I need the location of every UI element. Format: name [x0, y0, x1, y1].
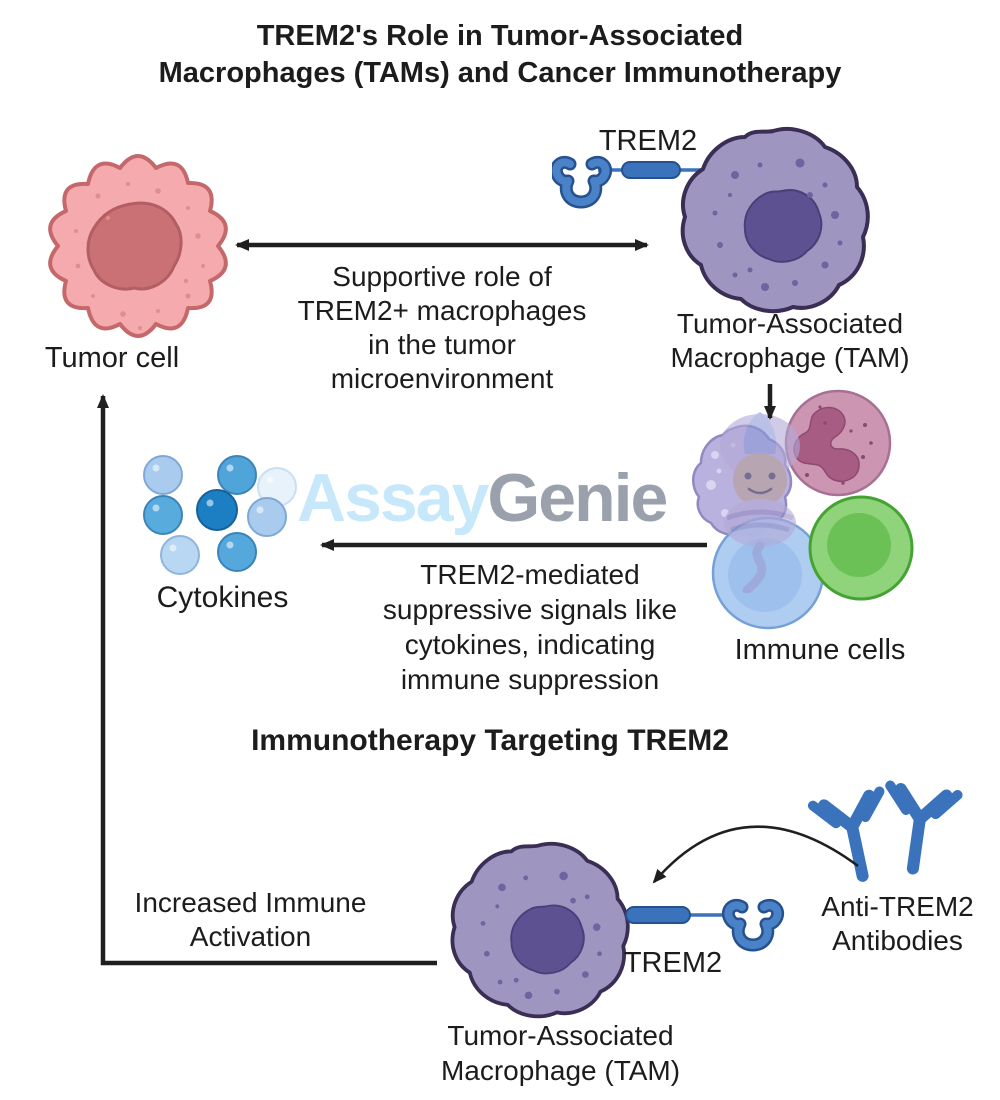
- tam-top-label-line1: Tumor-Associated: [676, 308, 904, 339]
- tumor-cell-illustration: [48, 154, 228, 338]
- macrophage-nucleus: [743, 189, 823, 263]
- macrophage-granules: [480, 871, 602, 1000]
- tumor-cell-nucleus: [86, 201, 183, 291]
- supportive-role-annotation: Supportive role of TREM2+ macrophages in…: [297, 261, 587, 394]
- receptor-hook: [728, 905, 777, 945]
- trem2-receptor-bottom: [625, 893, 797, 955]
- trem2-bottom-label: TREM2: [623, 947, 723, 979]
- macrophage-nucleus: [510, 904, 585, 975]
- cytokines-label: Cytokines: [156, 581, 289, 614]
- receptor-transmembrane-segment: [621, 161, 681, 179]
- immune-cells-label: Immune cells: [734, 634, 906, 666]
- tam-top-label: Tumor-Associated Macrophage (TAM): [640, 307, 940, 375]
- green-cell-nucleus: [827, 513, 891, 577]
- receptor-transmembrane-segment: [625, 906, 691, 924]
- page-title: TREM2's Role in Tumor-Associated Macroph…: [0, 18, 1000, 92]
- section-heading: Immunotherapy Targeting TREM2: [251, 724, 729, 757]
- title-line-2: Macrophages (TAMs) and Cancer Immunother…: [158, 57, 842, 89]
- antibody-icon: [813, 792, 896, 883]
- anti-trem2-antibodies-illustration: [788, 763, 993, 893]
- cytokines-illustration: [143, 455, 297, 575]
- tam-bottom-label: Tumor-Associated Macrophage (TAM): [440, 1020, 681, 1086]
- assaygenie-watermark-genie: [720, 412, 800, 593]
- pink-cell-speckles: [805, 405, 873, 485]
- tumor-cell-label: Tumor cell: [44, 342, 180, 374]
- receptor-hook: [556, 162, 605, 202]
- trem2-top-label: TREM2: [598, 125, 698, 157]
- watermark-genie: Genie: [487, 460, 668, 536]
- assaygenie-watermark: AssayGenie: [297, 464, 668, 532]
- anti-trem2-label: Anti-TREM2 Antibodies: [821, 891, 974, 956]
- tam-top-illustration: [680, 127, 870, 314]
- cytokine-spheres: [143, 455, 297, 575]
- tumor-cell-granules: [74, 182, 205, 330]
- macrophage-granules: [712, 158, 843, 291]
- tam-bottom-illustration: [450, 841, 630, 1019]
- increased-immune-activation-annotation: Increased Immune Activation: [134, 887, 367, 952]
- blue-cell-nucleus: [728, 538, 802, 612]
- trem2-receptor-top: [552, 150, 704, 210]
- title-line-1: TREM2's Role in Tumor-Associated: [256, 20, 744, 52]
- tam-top-label-line2: Macrophage (TAM): [670, 342, 910, 373]
- watermark-assay: Assay: [297, 460, 489, 536]
- antibody-icon: [879, 786, 957, 874]
- suppressive-signals-annotation: TREM2-mediated suppressive signals like …: [382, 559, 678, 695]
